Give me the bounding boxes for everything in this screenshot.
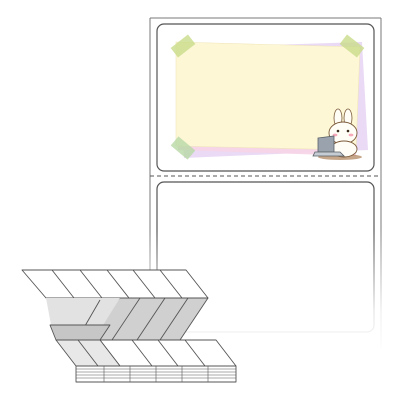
tape-icon xyxy=(170,34,196,58)
tape-icon xyxy=(339,34,365,58)
laptop-icon xyxy=(312,135,345,157)
tape-icon xyxy=(170,136,196,160)
fanfold-stack xyxy=(21,269,237,383)
fold-top xyxy=(21,269,209,299)
